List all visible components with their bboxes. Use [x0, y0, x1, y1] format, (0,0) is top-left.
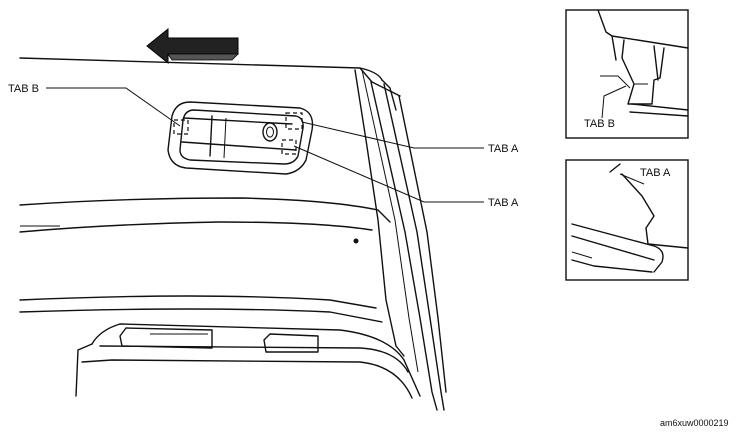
tab-a-lower-leader: [293, 145, 484, 203]
tab-a-upper-marker: [285, 112, 303, 130]
tab-b-leader: [46, 87, 181, 127]
figure-code: am6xuw0000219: [660, 418, 729, 428]
direction-arrow-icon: [146, 27, 239, 65]
door-panel: [19, 57, 447, 411]
inset-tab-b-detail: TAB B: [565, 9, 689, 139]
tab-a-upper-label: TAB A: [488, 143, 519, 155]
tab-a-upper-leader: [301, 121, 484, 149]
inset-tab-a-label: TAB A: [640, 167, 671, 179]
tab-a-lower-marker: [281, 139, 297, 155]
inset-tab-b-label: TAB B: [584, 118, 615, 130]
tab-b-label: TAB B: [8, 83, 39, 95]
inset-tab-a-detail: TAB A: [565, 159, 689, 281]
tab-a-lower-label: TAB A: [488, 197, 519, 209]
inner-handle-bezel: [167, 101, 314, 175]
tab-b-marker: [173, 119, 189, 135]
